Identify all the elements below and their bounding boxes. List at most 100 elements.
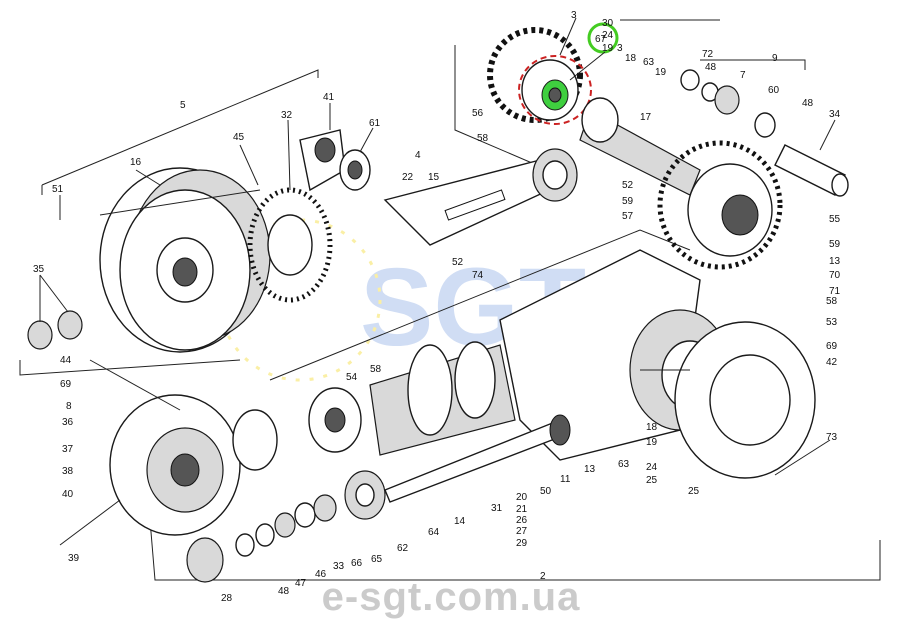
bracket-5	[41, 69, 319, 186]
label-46: 46	[315, 569, 327, 580]
label-57: 57	[622, 211, 634, 222]
label-30: 30	[602, 18, 614, 29]
label-24a: 24	[602, 30, 614, 41]
label-9: 9	[772, 53, 778, 64]
small-parts-row	[186, 494, 337, 583]
label-26: 26	[516, 515, 528, 526]
label-18a: 18	[625, 53, 637, 64]
label-56: 56	[472, 108, 484, 119]
sprocket-3	[487, 27, 592, 125]
label-29: 29	[516, 538, 528, 549]
label-70: 70	[829, 270, 841, 281]
label-31: 31	[491, 503, 503, 514]
label-65: 65	[371, 554, 383, 565]
label-48c: 48	[278, 586, 290, 597]
label-18b: 18	[646, 422, 658, 433]
label-63b: 63	[618, 459, 630, 470]
label-4: 4	[415, 150, 421, 161]
cover-25	[674, 321, 816, 479]
shaft-34	[774, 144, 849, 197]
label-35: 35	[33, 264, 45, 275]
label-72: 72	[702, 49, 714, 60]
label-53: 53	[826, 317, 838, 328]
label-60: 60	[768, 85, 780, 96]
bushings-35	[27, 310, 83, 350]
label-69a: 69	[826, 341, 838, 352]
label-73: 73	[826, 432, 838, 443]
label-39: 39	[68, 553, 80, 564]
label-61: 61	[369, 118, 381, 129]
label-28: 28	[221, 593, 233, 604]
label-13a: 13	[829, 256, 841, 267]
label-24b: 24	[646, 462, 658, 473]
bracket-2	[149, 519, 881, 581]
label-71: 71	[829, 286, 841, 297]
label-2: 2	[540, 571, 546, 582]
label-44: 44	[60, 355, 72, 366]
label-74: 74	[472, 270, 484, 281]
label-40: 40	[62, 489, 74, 500]
label-33: 33	[333, 561, 345, 572]
label-14: 14	[454, 516, 466, 527]
bracket-9	[700, 59, 806, 70]
label-55: 55	[829, 214, 841, 225]
label-20: 20	[516, 492, 528, 503]
label-27: 27	[516, 526, 528, 537]
bracket-3	[454, 45, 561, 176]
label-3b: 3	[617, 43, 623, 54]
label-58a: 58	[477, 133, 489, 144]
rings-group-9	[680, 69, 776, 138]
label-25a: 25	[646, 475, 658, 486]
watermark-url: e-sgt.com.ua	[321, 575, 581, 619]
label-34: 34	[829, 109, 841, 120]
watermark-stars-ring	[218, 218, 382, 382]
label-45: 45	[233, 132, 245, 143]
label-16: 16	[130, 157, 142, 168]
label-59b: 59	[829, 239, 841, 250]
bracket-41	[299, 129, 371, 192]
label-47: 47	[295, 578, 307, 589]
bracket-44	[19, 359, 241, 376]
label-48a: 48	[705, 62, 717, 73]
label-17: 17	[640, 112, 652, 123]
label-58b: 58	[826, 296, 838, 307]
flange-31	[308, 387, 362, 453]
label-22: 22	[402, 172, 414, 183]
label-66: 66	[351, 558, 363, 569]
label-50: 50	[540, 486, 552, 497]
bearing-64	[344, 470, 386, 520]
label-38: 38	[62, 466, 74, 477]
label-7: 7	[740, 70, 746, 81]
label-19a: 19	[602, 43, 614, 54]
lever-arm-4	[383, 148, 578, 246]
highlight-dashed-ring	[518, 55, 592, 125]
leader-lines	[39, 17, 836, 546]
pulley-44	[109, 394, 278, 536]
tube-14	[369, 341, 571, 503]
label-42: 42	[826, 357, 838, 368]
label-67: 67	[595, 34, 607, 45]
label-48b: 48	[802, 98, 814, 109]
label-32: 32	[281, 110, 293, 121]
disc-32	[247, 187, 333, 303]
label-8: 8	[66, 401, 72, 412]
label-52a: 52	[622, 180, 634, 191]
group-brackets	[19, 19, 881, 581]
label-62: 62	[397, 543, 409, 554]
highlight-circle	[587, 22, 619, 54]
label-59a: 59	[622, 196, 634, 207]
label-19b: 19	[655, 67, 667, 78]
label-69b: 69	[60, 379, 72, 390]
shaft-17	[579, 97, 783, 270]
pulley-16	[99, 167, 271, 353]
part-labels: 5 16 51 35 45 32 41 61 4 22 15 56 58 3 6…	[33, 10, 841, 604]
label-51: 51	[52, 184, 64, 195]
label-13b: 13	[584, 464, 596, 475]
label-3: 3	[571, 10, 577, 21]
label-54: 54	[346, 372, 358, 383]
label-11: 11	[560, 474, 571, 485]
label-15: 15	[428, 172, 440, 183]
label-52b: 52	[452, 257, 464, 268]
label-41: 41	[323, 92, 335, 103]
label-19c: 19	[646, 437, 658, 448]
